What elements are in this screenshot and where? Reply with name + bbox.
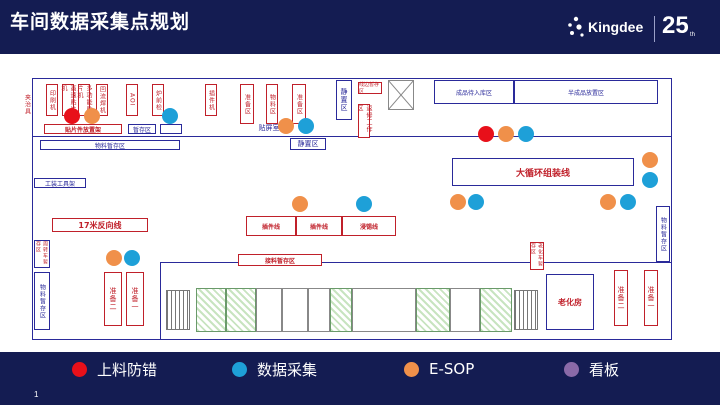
zone-material: 物料区 — [266, 84, 278, 124]
legend-dot-red — [72, 361, 87, 377]
storage-hatch-2 — [226, 288, 256, 332]
zone-material-temp: 物料暂存区 — [40, 140, 180, 150]
storage-cell-5 — [450, 288, 480, 332]
corridor-wall-bottom — [160, 262, 672, 263]
zone-mounting-room: 贴屏室 — [258, 124, 280, 132]
legend-dot-blue — [232, 361, 247, 377]
machine-multi: 多功能贴片机 — [76, 84, 92, 116]
storage-hatch-1 — [196, 288, 226, 332]
marker-data-collect — [298, 118, 314, 134]
storage-cell-1 — [256, 288, 282, 332]
storage-cell-3 — [308, 288, 330, 332]
legend-label: E-SOP — [429, 360, 475, 378]
stairs-left — [166, 290, 190, 330]
zone-smt-shelf: 贴片件放置架 — [44, 124, 122, 134]
zone-finished-pending: 成品待入库区 — [434, 80, 514, 104]
marker-data-collect — [642, 172, 658, 188]
marker-esop — [278, 118, 294, 134]
machine-printer: 印刷机 — [46, 84, 58, 116]
zone-prep-two-right: 准备二 — [614, 270, 628, 326]
label-left-side: 夹治具 — [23, 93, 31, 115]
zone-insert-line-2: 插件线 — [296, 216, 342, 236]
legend-label: 数据采集 — [257, 360, 318, 379]
marker-esop — [498, 126, 514, 142]
logo-text: Kingdee — [588, 19, 644, 35]
zone-dip-line: 浸锡线 — [342, 216, 396, 236]
corridor-wall-top — [32, 136, 672, 137]
stairs-right — [514, 290, 538, 330]
marker-data-collect — [468, 194, 484, 210]
page-title: 车间数据采集点规划 — [10, 11, 191, 33]
zone-prep-two-left: 准备二 — [104, 272, 122, 326]
machine-high-speed: 高速贴片机 — [60, 84, 76, 116]
machine-aoi: AOI — [126, 84, 138, 116]
machine-furnace-check: 炉前检 — [152, 84, 164, 116]
marker-esop — [450, 194, 466, 210]
zone-tools-temp-2: 物料暂存区 — [34, 272, 50, 330]
kingdee-logo: Kingdee 25 th — [566, 12, 716, 44]
legend-item-data-collect: 数据采集 — [232, 359, 317, 379]
storage-cell-2 — [282, 288, 308, 332]
zone-small-b — [160, 124, 182, 134]
legend-dot-orange — [404, 361, 419, 377]
lower-left-wall — [160, 262, 161, 340]
kingdee-logo-icon — [568, 16, 584, 37]
zone-17m-line: 17米反向线 — [52, 218, 148, 232]
zone-line-side-temp: 线边暂存区 — [358, 82, 382, 95]
zone-prep-a: 准备区 — [240, 84, 254, 124]
legend-label: 看板 — [589, 360, 620, 379]
machine-inserter: 插件机 — [205, 84, 217, 116]
legend-label: 上料防错 — [97, 360, 158, 379]
machine-reflow: 回流焊机 — [96, 84, 108, 116]
zone-repair: 返修工作区 — [356, 104, 372, 138]
zone-static-lower: 静置区 — [290, 138, 326, 150]
floor-plan: 夹治具 印刷机 高速贴片机 多功能贴片机 回流焊机 AOI 炉前检 插件机 准备… — [0, 54, 720, 352]
zone-static-upper: 静置区 — [336, 80, 352, 120]
legend-item-board: 看板 — [564, 359, 619, 379]
header-bar: 车间数据采集点规划 Kingdee 25 th — [0, 0, 720, 54]
marker-esop — [84, 108, 100, 124]
storage-hatch-3 — [330, 288, 352, 332]
logo-number: 25 — [662, 12, 689, 39]
marker-esop — [642, 152, 658, 168]
marker-esop — [106, 250, 122, 266]
zone-fixtures: 工装工具架 — [34, 178, 86, 188]
legend-item-esop: E-SOP — [404, 359, 474, 379]
zone-big-assembly-line: 大循环组装线 — [452, 158, 634, 186]
marker-data-collect — [124, 250, 140, 266]
page-number: 1 — [34, 390, 39, 399]
zone-prep-one-left: 准备一 — [126, 272, 144, 326]
zone-aging-room: 老化房 — [546, 274, 594, 330]
storage-hatch-5 — [480, 288, 512, 332]
marker-data-collect — [518, 126, 534, 142]
zone-prep-one-right: 准备一 — [644, 270, 658, 326]
zone-tools-temp: 周转车暂存区 — [34, 240, 50, 268]
legend-item-feed-check: 上料防错 — [72, 359, 157, 379]
marker-data-collect — [620, 194, 636, 210]
marker-feed-check — [64, 108, 80, 124]
zone-insert-line-1: 插件线 — [246, 216, 296, 236]
outer-wall — [32, 78, 672, 340]
storage-hatch-4 — [416, 288, 450, 332]
zone-temp-store: 暂存区 — [128, 124, 156, 134]
marker-esop — [600, 194, 616, 210]
logo-separator — [654, 16, 655, 42]
marker-data-collect — [162, 108, 178, 124]
legend-dot-purple — [564, 361, 579, 377]
zone-aging-temp: 老化车暂存区 — [530, 242, 544, 270]
logo-suffix: th — [690, 32, 696, 38]
storage-cell-4 — [352, 288, 416, 332]
zone-semi-finished: 半成品放置区 — [514, 80, 658, 104]
zone-material-temp-right: 物料暂存区 — [656, 206, 670, 262]
marker-esop — [292, 196, 308, 212]
legend-bar: 上料防错 数据采集 E-SOP 看板 1 — [0, 352, 720, 405]
marker-feed-check — [478, 126, 494, 142]
elevator-icon — [388, 80, 414, 110]
zone-receive-temp: 接料暂存区 — [238, 254, 322, 266]
marker-data-collect — [356, 196, 372, 212]
